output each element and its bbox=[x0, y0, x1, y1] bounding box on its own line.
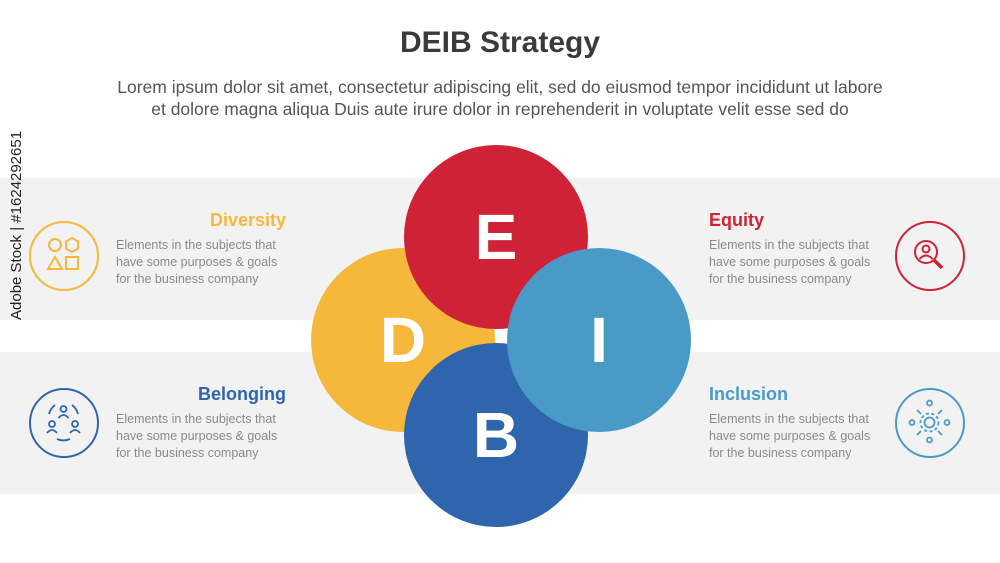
person-search-icon bbox=[895, 221, 965, 291]
page-title: DEIB Strategy bbox=[399, 26, 601, 59]
belonging-desc-line-2: have some purposes & goals bbox=[116, 429, 278, 443]
equity-desc-line-3: for the business company bbox=[709, 272, 852, 286]
stock-watermark: Adobe Stock | #1624292651 bbox=[8, 130, 25, 320]
inclusion-desc-line-2: have some purposes & goals bbox=[709, 429, 871, 443]
circle-b-letter: B bbox=[473, 399, 519, 471]
subtitle-line-2: et dolore magna aliqua Duis aute irure d… bbox=[151, 99, 849, 119]
diversity-heading: Diversity bbox=[209, 210, 286, 230]
circle-e-letter: E bbox=[475, 201, 518, 273]
belonging-block: Belonging Elements in the subjects that … bbox=[86, 384, 286, 462]
belonging-description: Elements in the subjects that have some … bbox=[116, 411, 286, 462]
belonging-heading: Belonging bbox=[198, 384, 286, 404]
equity-desc-line-1: Elements in the subjects that bbox=[709, 238, 869, 252]
page-subtitle: Lorem ipsum dolor sit amet, consectetur … bbox=[40, 76, 960, 120]
shapes-icon bbox=[29, 221, 99, 291]
circle-i-letter: I bbox=[590, 304, 608, 376]
inclusion-heading: Inclusion bbox=[709, 384, 789, 404]
circle-d-letter: D bbox=[380, 304, 426, 376]
belonging-desc-line-3: for the business company bbox=[116, 446, 259, 460]
equity-heading: Equity bbox=[709, 210, 765, 230]
diversity-desc-line-1: Elements in the subjects that bbox=[116, 238, 276, 252]
inclusion-desc-line-3: for the business company bbox=[709, 446, 852, 460]
equity-description: Elements in the subjects that have some … bbox=[709, 237, 909, 288]
equity-block: Equity Elements in the subjects that hav… bbox=[709, 210, 909, 288]
diversity-desc-line-2: have some purposes & goals bbox=[116, 255, 278, 269]
subtitle-line-1: Lorem ipsum dolor sit amet, consectetur … bbox=[117, 77, 883, 97]
team-cycle-icon bbox=[29, 388, 99, 458]
inclusion-block: Inclusion Elements in the subjects that … bbox=[709, 384, 909, 462]
belonging-desc-line-1: Elements in the subjects that bbox=[116, 412, 276, 426]
inclusion-desc-line-1: Elements in the subjects that bbox=[709, 412, 869, 426]
inclusion-description: Elements in the subjects that have some … bbox=[709, 411, 909, 462]
diversity-block: Diversity Elements in the subjects that … bbox=[86, 210, 286, 288]
circle-i: I bbox=[507, 248, 691, 432]
diversity-desc-line-3: for the business company bbox=[116, 272, 259, 286]
diversity-description: Elements in the subjects that have some … bbox=[116, 237, 286, 288]
equity-desc-line-2: have some purposes & goals bbox=[709, 255, 871, 269]
people-gear-icon bbox=[895, 388, 965, 458]
